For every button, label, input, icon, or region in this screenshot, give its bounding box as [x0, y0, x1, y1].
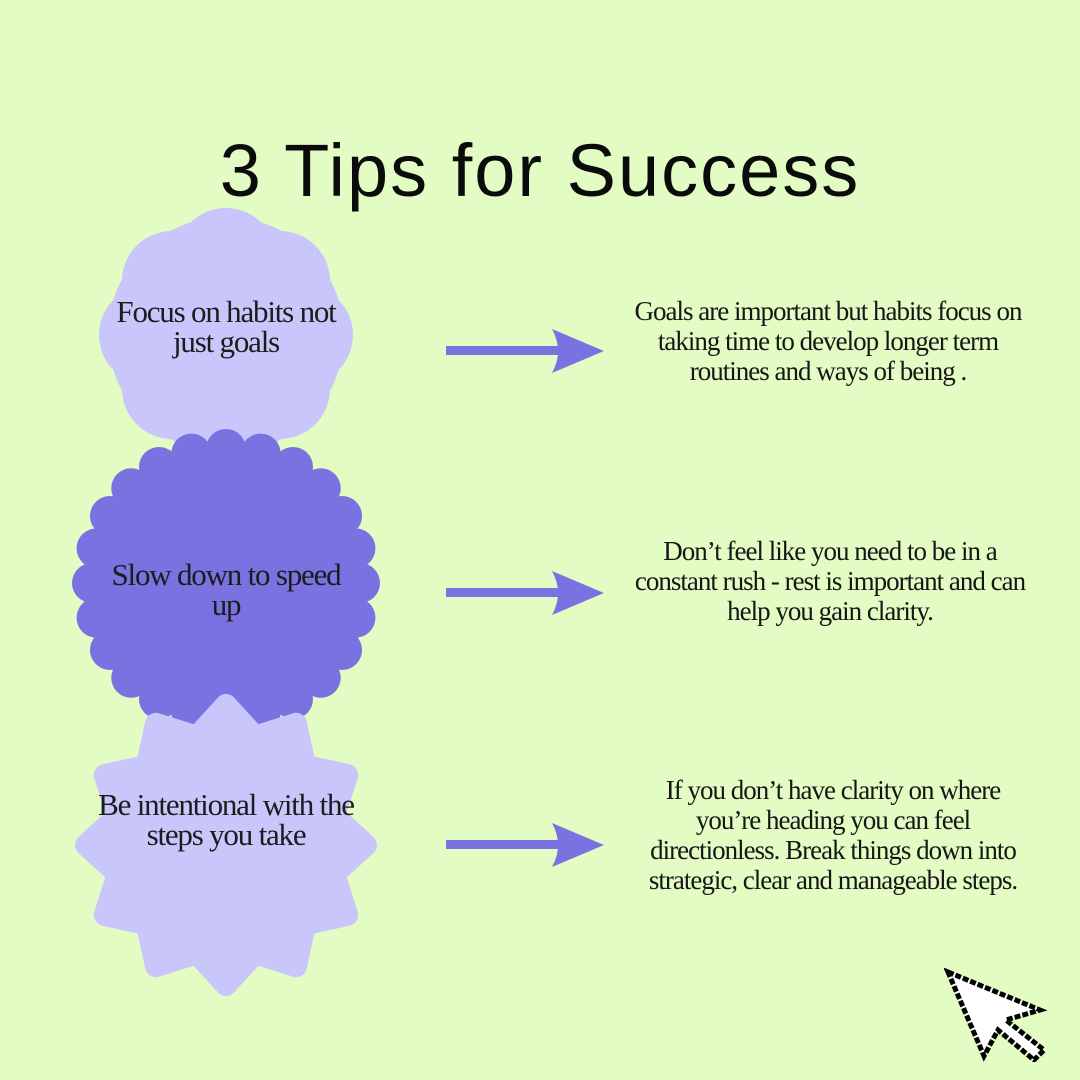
star-shape-3 [75, 694, 377, 996]
tip-1-description: Goals are important but habits focus on … [634, 296, 1023, 386]
arrow-right-icon [446, 823, 604, 867]
tip-2-description: Don’t feel like you need to be in a cons… [634, 536, 1026, 626]
arrow-right-icon [446, 571, 604, 615]
flower-shape-1 [99, 208, 353, 462]
tip-3-label: Be intentional with the steps you take [98, 787, 355, 852]
pixel-arrow-cursor-icon [944, 968, 1048, 1062]
page-title: 3 Tips for Success [219, 128, 861, 212]
tip-3-description: If you don’t have clarity on where you’r… [648, 775, 1018, 895]
arrow-right-icon [446, 329, 604, 373]
tip-2-label: Slow down to speed up [111, 557, 342, 622]
tip-1-label: Focus on habits not just goals [116, 294, 336, 359]
